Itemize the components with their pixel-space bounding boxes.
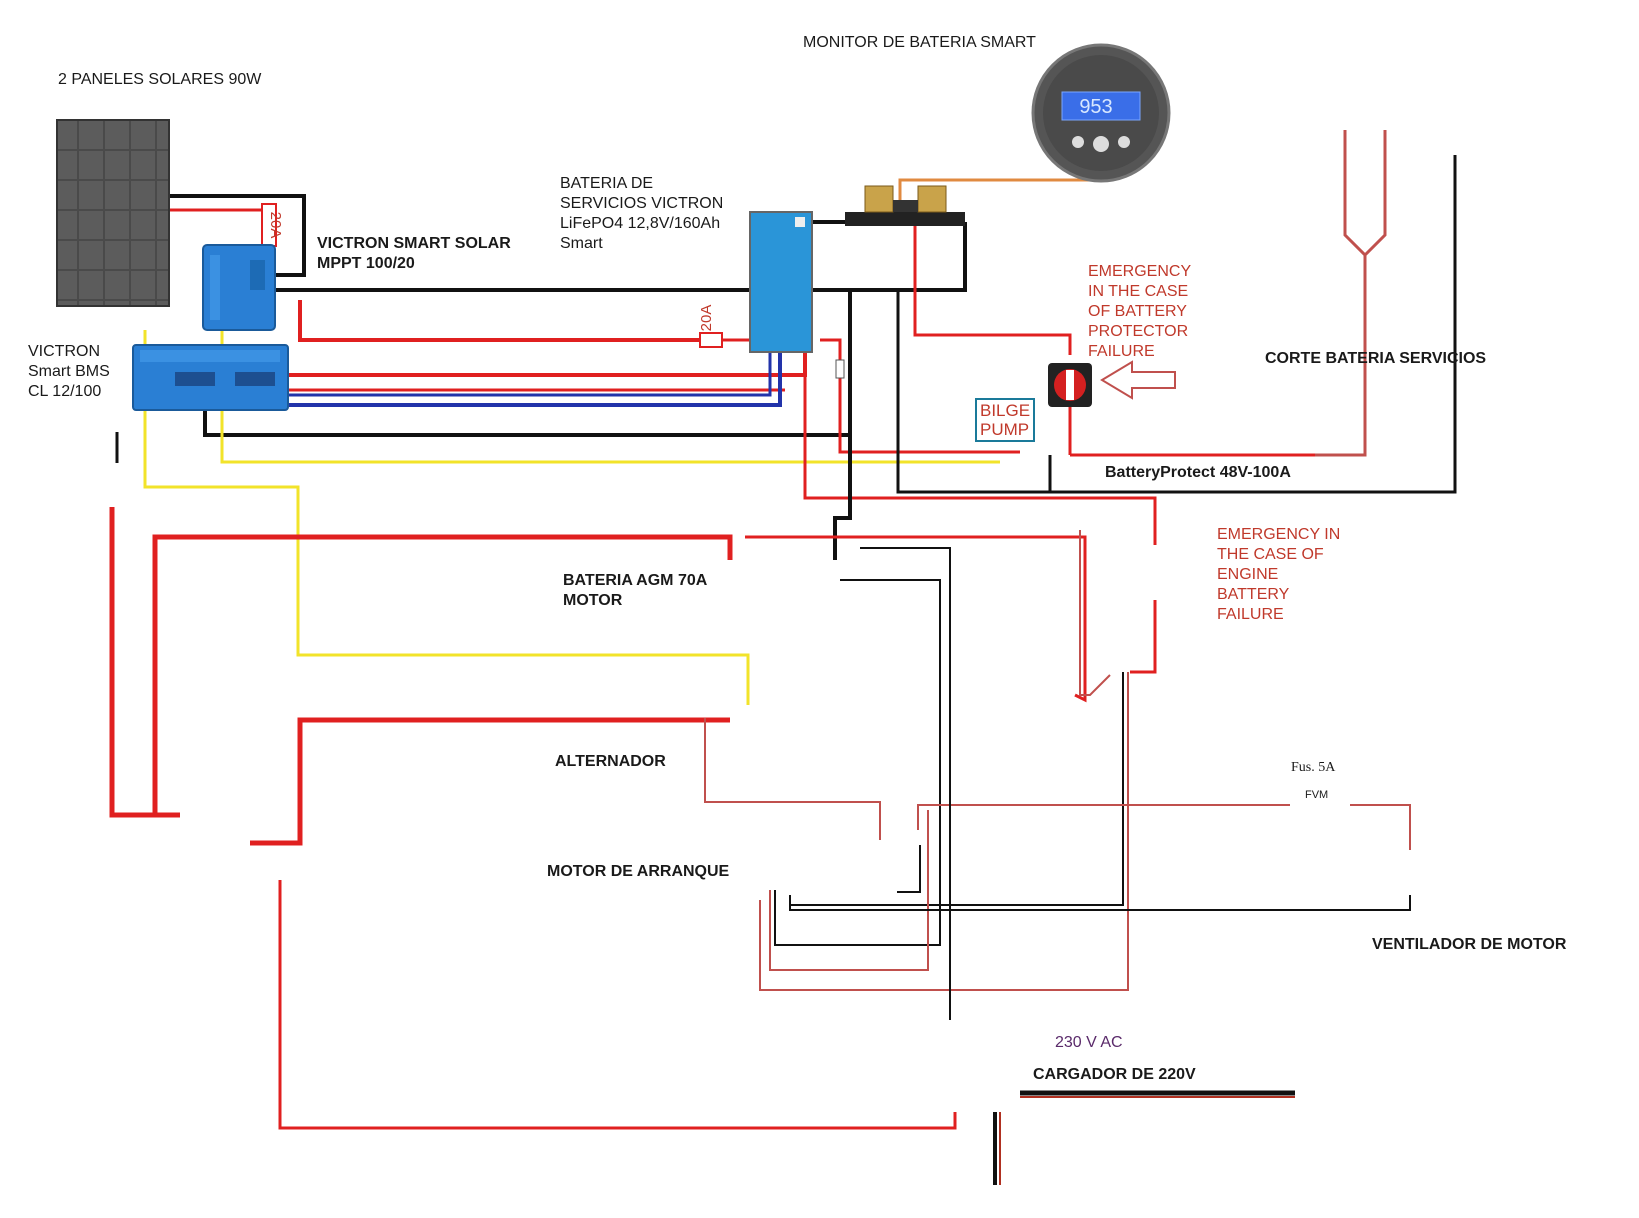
fuse-20a-mid-label: 20A — [698, 305, 715, 332]
wire-corte-panel — [1315, 130, 1367, 457]
wire-relay-2 — [769, 810, 929, 971]
fvm-label: FVM — [1305, 789, 1329, 801]
wire-alt-relay — [704, 718, 881, 840]
wire-main-neg — [270, 222, 967, 292]
wire-bilge-red — [820, 338, 1020, 454]
wire-key-left — [1079, 530, 1111, 696]
fuse-icon — [699, 332, 723, 348]
shunt-icon — [845, 185, 965, 226]
ventilador-label: VENTILADOR DE MOTOR — [1372, 936, 1567, 953]
agm-label: BATERIA AGM 70A MOTOR — [563, 572, 708, 609]
emergency-engine-label: EMERGENCY IN THE CASE OF ENGINE BATTERY … — [1217, 526, 1341, 623]
wire-shunt-red — [913, 200, 1072, 355]
lifepo4-battery-icon — [749, 211, 813, 353]
battery-monitor-icon: 953 — [1031, 43, 1171, 183]
wire-mppt-pos — [298, 300, 700, 342]
wire-engine-emerg — [803, 345, 1157, 545]
motor-arranque-label: MOTOR DE ARRANQUE — [547, 863, 730, 880]
arrow-left-icon — [1100, 360, 1176, 400]
wire-panel-2 — [1363, 130, 1387, 257]
wire-relay-3 — [897, 845, 921, 893]
monitor-label: MONITOR DE BATERIA SMART — [803, 34, 1036, 51]
mppt-controller-icon — [202, 244, 276, 331]
fuse-icon — [835, 359, 845, 379]
wire-agm-neg — [833, 292, 852, 560]
battery-protect-label: BatteryProtect 48V-100A — [1105, 464, 1291, 481]
solar-panels-label: 2 PANELES SOLARES 90W — [58, 71, 262, 88]
bilge-pump-label: BILGE PUMP — [975, 398, 1036, 442]
wire-alt-red — [250, 717, 730, 846]
wire-relay-1 — [774, 579, 941, 946]
vac-label: 230 V AC — [1055, 1034, 1123, 1051]
wire-key-down — [759, 672, 1129, 991]
wire-blue-1 — [205, 340, 782, 407]
cargador-label: CARGADOR DE 220V — [1033, 1066, 1196, 1083]
fuse-20a-top-label: 20A — [267, 212, 284, 239]
corte-label: CORTE BATERIA SERVICIOS — [1265, 350, 1487, 367]
wire-fan-brown — [917, 804, 1290, 830]
wire-solar-neg — [165, 194, 306, 277]
wires — [109, 130, 1457, 1185]
wire-yellow-2 — [143, 330, 750, 705]
wire-agm-pos — [152, 534, 733, 815]
wire-dist-charger — [278, 880, 957, 1130]
fuse-5a-label: Fus. 5A — [1291, 760, 1336, 775]
wire-charger-black — [860, 547, 951, 1020]
wire-emerg-key — [1130, 600, 1157, 674]
emergency-bp-label: EMERGENCY IN THE CASE OF BATTERY PROTECT… — [1088, 263, 1192, 360]
solar-panel-icon — [56, 119, 170, 307]
wire-bp-black — [896, 155, 1457, 494]
wire-fan-out — [1350, 804, 1411, 850]
wire-bms-red — [285, 340, 807, 377]
wire-blue-2 — [205, 345, 772, 397]
service-battery-label: BATERIA DE SERVICIOS VICTRON LiFePO4 12,… — [560, 175, 724, 252]
bms-icon — [132, 344, 289, 411]
wire-key-black — [789, 672, 1124, 906]
wire-fan-black — [789, 895, 1411, 911]
bms-label: VICTRON Smart BMS CL 12/100 — [28, 343, 110, 400]
wire-left-red — [109, 507, 180, 818]
mppt-label: VICTRON SMART SOLAR MPPT 100/20 — [317, 235, 511, 272]
wire-agm-top — [745, 535, 1087, 703]
alternador-label: ALTERNADOR — [555, 753, 666, 770]
monitor-display-value: 953 — [1079, 96, 1112, 118]
battery-switch-icon — [1048, 363, 1092, 407]
